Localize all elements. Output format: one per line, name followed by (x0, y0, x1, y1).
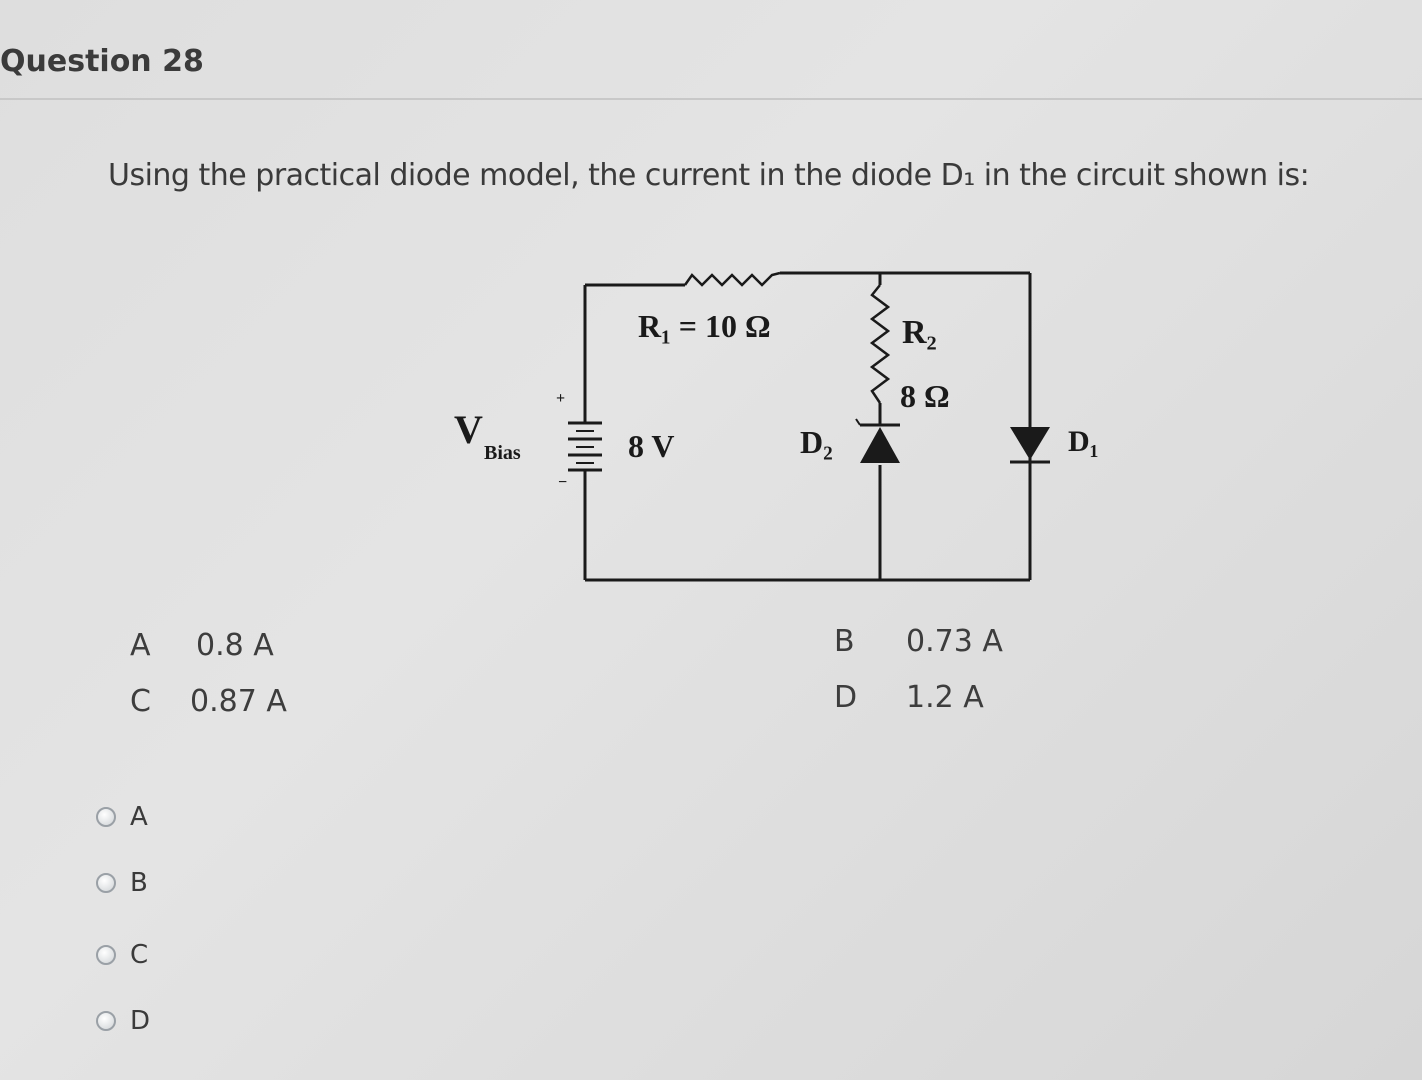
r2-resistor (869, 284, 891, 404)
circuit-diagram: R₁ = 10 Ω R₂ 8 Ω V Bias 8 V D₂ D₁ + − (454, 271, 1099, 582)
radio-label: A (130, 802, 148, 832)
source-label-sub: Bias (484, 442, 521, 464)
question-title: Question 28 (0, 44, 204, 79)
r1-label: R₁ = 10 Ω (638, 308, 771, 344)
answer-c-value: 0.87 A (190, 684, 287, 719)
answer-c-letter: C (130, 684, 151, 719)
radio-button[interactable] (96, 873, 116, 893)
circuit-wires (583, 271, 1032, 582)
answer-a-value: 0.8 A (196, 628, 274, 663)
d1-diode (1010, 427, 1050, 464)
radio-option-a[interactable]: A (96, 800, 148, 834)
d1-label: D₁ (1068, 425, 1099, 458)
source-label-v: V (454, 407, 483, 452)
source-value: 8 V (628, 428, 675, 464)
r2-label: R₂ (902, 314, 937, 351)
radio-button[interactable] (96, 945, 116, 965)
r1-resistor (683, 271, 781, 287)
answer-d-value: 1.2 A (906, 680, 984, 715)
minus-sign: − (558, 474, 567, 491)
plus-sign: + (556, 390, 565, 407)
battery-symbol (568, 421, 602, 472)
question-header: Question 28 (0, 38, 1422, 100)
radio-option-b[interactable]: B (96, 866, 148, 900)
answer-d-letter: D (834, 680, 858, 715)
radio-option-c[interactable]: C (96, 938, 148, 972)
r2-value: 8 Ω (900, 378, 950, 414)
answer-a-letter: A (130, 628, 151, 663)
d2-diode (855, 418, 900, 463)
radio-button[interactable] (96, 1011, 116, 1031)
radio-label: C (130, 940, 149, 970)
radio-option-d[interactable]: D (96, 1004, 150, 1038)
radio-label: B (130, 868, 148, 898)
radio-button[interactable] (96, 807, 116, 827)
answer-b-value: 0.73 A (906, 624, 1003, 659)
answer-b-letter: B (834, 624, 855, 659)
question-prompt: Using the practical diode model, the cur… (108, 158, 1310, 193)
radio-label: D (130, 1006, 151, 1036)
d2-label: D₂ (800, 424, 833, 460)
